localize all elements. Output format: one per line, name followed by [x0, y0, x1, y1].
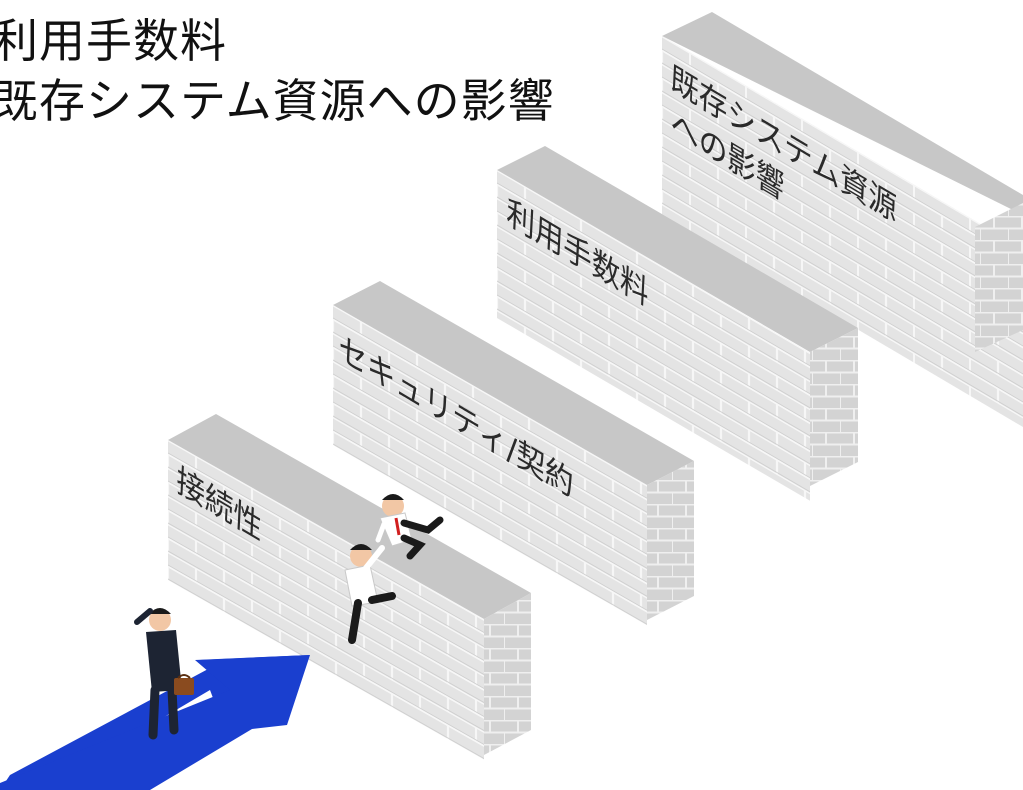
- wall-1-front: [168, 440, 484, 760]
- wall-3-top: [497, 146, 858, 352]
- wall-4: 既存システム資源 への影響: [662, 12, 1023, 427]
- wall-2-top: [333, 281, 694, 485]
- wall-1-top: [168, 414, 531, 619]
- heading-line-1: 利用手数料: [0, 14, 227, 68]
- wall-2-side: [647, 461, 694, 620]
- wall-1: 接続性: [168, 414, 531, 760]
- wall-3-side: [810, 328, 858, 486]
- helping-person-icon: [375, 494, 444, 560]
- wall-2-front: [333, 305, 647, 626]
- wall-3-front: [497, 170, 810, 501]
- wall-3: 利用手数料: [497, 146, 858, 501]
- climbing-person-icon: [344, 544, 396, 644]
- businessman-with-briefcase-icon: [134, 608, 194, 740]
- wall-4-front: [662, 36, 1023, 427]
- heading-line-2: 既存システム資源への影響: [0, 74, 555, 128]
- wall-4-top: [662, 12, 1023, 215]
- wall-4-side: [975, 203, 1023, 352]
- wall-2: セキュリティ/契約: [333, 281, 694, 626]
- wall-1-side: [484, 593, 531, 755]
